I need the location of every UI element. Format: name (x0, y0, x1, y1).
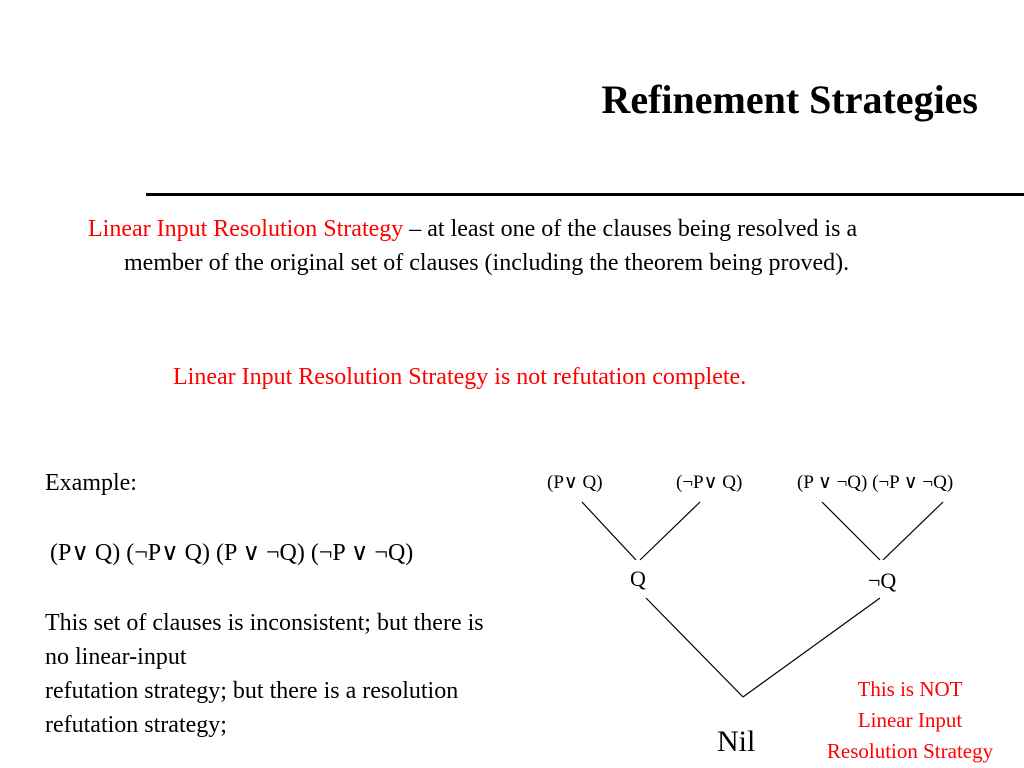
example-label: Example: (45, 470, 137, 496)
tree-edge (742, 597, 881, 698)
definition-term: Linear Input Resolution Strategy (88, 216, 404, 242)
definition-body: – at least one of the clauses being reso… (124, 216, 858, 276)
tree-edge (882, 501, 944, 561)
tree-leaf-1: (P∨ Q) (547, 472, 603, 493)
explanation-text: This set of clauses is inconsistent; but… (45, 606, 575, 742)
tree-leaf-3: (P ∨ ¬Q) (¬P ∨ ¬Q) (797, 472, 953, 493)
tree-edge (645, 597, 744, 698)
tree-edge (639, 501, 701, 561)
explanation-line: This set of clauses is inconsistent; but… (45, 610, 484, 636)
note-line: This is NOT (857, 677, 963, 701)
definition-paragraph: Linear Input Resolution Strategy – at le… (88, 212, 914, 280)
tree-root-nil: Nil (717, 725, 755, 758)
tree-node-q: Q (630, 566, 646, 591)
tree-node-not-q: ¬Q (868, 568, 896, 593)
note-line: Resolution Strategy (826, 739, 994, 763)
explanation-line: refutation strategy; (45, 712, 227, 738)
tree-leaf-2: (¬P∨ Q) (676, 472, 742, 493)
explanation-line: no linear-input (45, 644, 187, 670)
tree-edge (581, 501, 637, 561)
not-linear-input-note: This is NOT Linear Input Resolution Stra… (800, 674, 1020, 767)
title-divider (146, 193, 1024, 196)
slide-title: Refinement Strategies (601, 77, 978, 122)
explanation-line: refutation strategy; but there is a reso… (45, 678, 459, 704)
example-clauses: (P∨ Q) (¬P∨ Q) (P ∨ ¬Q) (¬P ∨ ¬Q) (50, 540, 414, 566)
completeness-statement: Linear Input Resolution Strategy is not … (173, 364, 747, 390)
tree-edge (821, 501, 881, 561)
note-line: Linear Input (857, 708, 963, 732)
